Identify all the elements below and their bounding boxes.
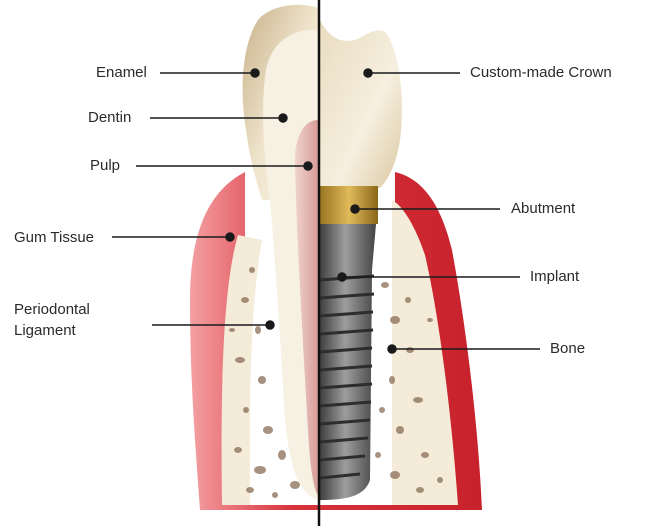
label-pulp: Pulp bbox=[90, 155, 120, 176]
label-periodontal-line1: Periodontal bbox=[14, 299, 90, 320]
label-gum-tissue: Gum Tissue bbox=[14, 227, 94, 248]
implant-abutment bbox=[320, 186, 378, 224]
implant-crown bbox=[320, 20, 402, 188]
label-enamel: Enamel bbox=[96, 62, 147, 83]
label-dentin: Dentin bbox=[88, 107, 131, 128]
label-custom-crown: Custom-made Crown bbox=[470, 62, 612, 83]
label-implant: Implant bbox=[530, 266, 579, 287]
label-periodontal-line2: Ligament bbox=[14, 320, 90, 341]
label-periodontal-ligament: Periodontal Ligament bbox=[14, 299, 90, 341]
label-abutment: Abutment bbox=[511, 198, 575, 219]
label-bone: Bone bbox=[550, 338, 585, 359]
